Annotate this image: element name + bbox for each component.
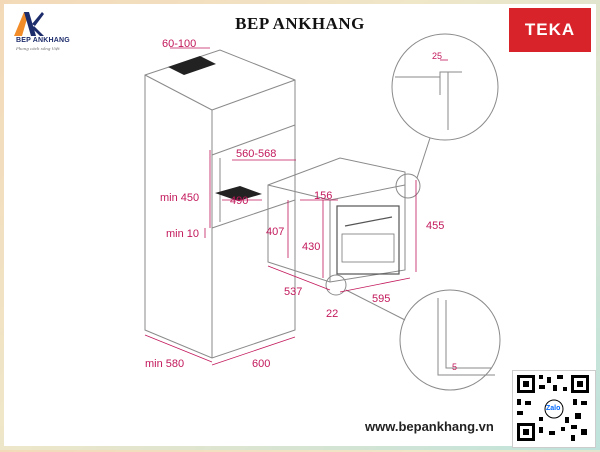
brand-title: BEP ANKHANG <box>235 14 365 33</box>
dim-line-595 <box>339 277 411 293</box>
label-depth-top: 156 <box>314 190 332 202</box>
detail-circle-top <box>395 173 421 199</box>
logo-slogan: Phong cách sống Việt <box>16 46 60 51</box>
detail-circle-bottom <box>325 274 347 296</box>
detail-top <box>391 33 499 179</box>
label-oven-width: 595 <box>372 293 390 305</box>
cabinet-outline <box>144 49 296 359</box>
label-min-height: min 450 <box>160 192 199 204</box>
label-cabinet-width: 600 <box>252 358 270 370</box>
niche-vent <box>215 186 262 201</box>
logo-brand-name: BEP ANKHANG <box>16 37 70 44</box>
label-oven-height-mid: 430 <box>302 241 320 253</box>
zalo-label: Zalo <box>546 405 561 412</box>
ak-logo-icon <box>14 12 44 36</box>
label-oven-depth: 537 <box>284 286 302 298</box>
label-top-vent: 60-100 <box>162 38 196 50</box>
label-oven-height-total: 455 <box>426 220 444 232</box>
label-detail-bottom: 5 <box>452 362 457 372</box>
label-oven-height-front: 407 <box>266 226 284 238</box>
oven-outline <box>267 157 421 296</box>
label-niche-width: 560-568 <box>236 148 276 160</box>
top-vent <box>168 56 216 75</box>
label-cabinet-depth: min 580 <box>145 358 184 370</box>
dim-line-600 <box>211 336 296 366</box>
qr-pattern-icon <box>517 375 589 441</box>
label-gap-bottom: 22 <box>326 308 338 320</box>
dim-line-min580 <box>144 334 213 363</box>
label-inner-depth: 490 <box>230 195 248 207</box>
detail-bottom <box>345 289 501 391</box>
teka-logo: TEKA <box>509 8 591 52</box>
zalo-qr-code[interactable]: Zalo <box>512 370 596 448</box>
website-link[interactable]: www.bepankhang.vn <box>365 419 494 434</box>
label-min-gap: min 10 <box>166 228 199 240</box>
label-detail-top: 25 <box>432 51 442 61</box>
ankhang-logo: BEP ANKHANG Phong cách sống Việt <box>10 10 80 56</box>
dim-line-537 <box>267 265 331 291</box>
